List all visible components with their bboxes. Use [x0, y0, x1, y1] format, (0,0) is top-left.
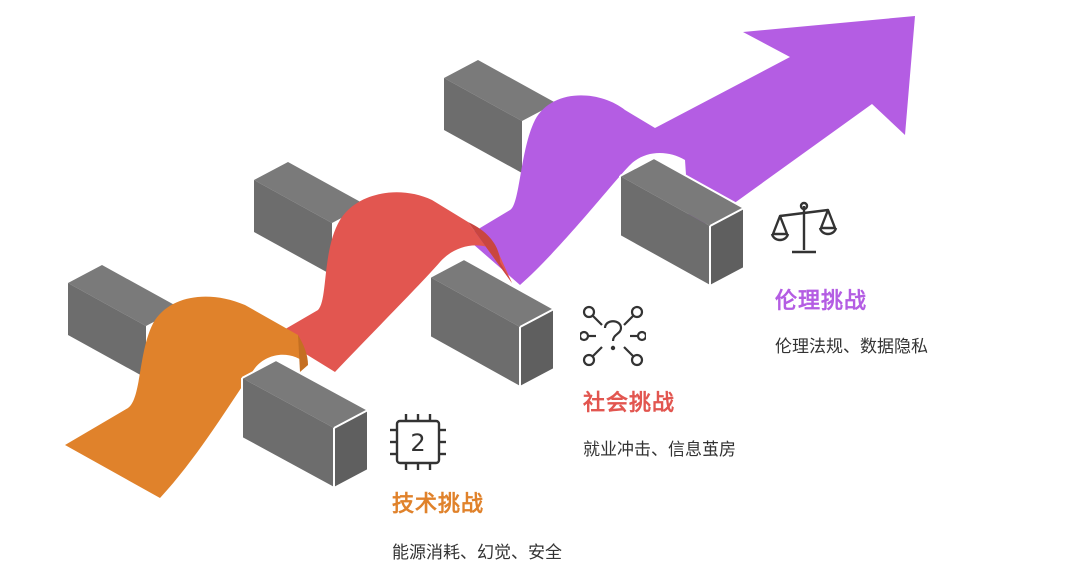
tech-challenge-description: 能源消耗、幻觉、安全 [392, 543, 562, 563]
chip-icon: 2 [390, 414, 446, 470]
tech-ribbon [65, 296, 308, 498]
network-question-icon [580, 305, 646, 367]
social-challenge-description: 就业冲击、信息茧房 [583, 440, 736, 460]
barrier-back-3 [444, 60, 556, 173]
barrier-back-2 [254, 162, 366, 275]
chip-icon-label: 2 [410, 429, 425, 457]
barrier-front-3 [619, 156, 745, 288]
barrier-back-1 [68, 265, 180, 378]
ethics-challenge-title: 伦理挑战 [775, 289, 868, 314]
tech-ribbon-fold [298, 335, 308, 372]
tech-challenge-title: 技术挑战 [392, 492, 485, 517]
barrier-front-1 [241, 358, 369, 490]
barrier-front-2 [429, 257, 555, 389]
social-challenge-title: 社会挑战 [583, 391, 676, 416]
social-ribbon-fold [468, 222, 512, 283]
scales-icon [770, 201, 838, 254]
ethics-challenge-description: 伦理法规、数据隐私 [775, 337, 928, 357]
ethics-ribbon [465, 16, 915, 285]
social-ribbon [275, 192, 512, 372]
